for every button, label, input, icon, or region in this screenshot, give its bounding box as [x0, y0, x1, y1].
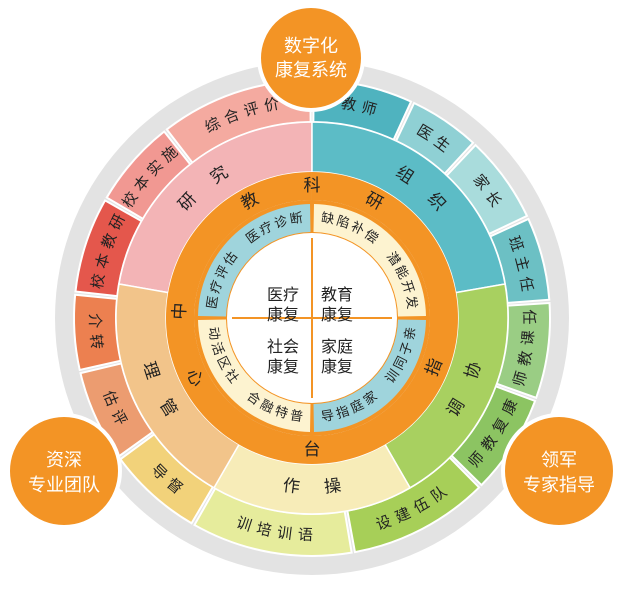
inner-segment-2	[198, 319, 311, 432]
outer-segment-10	[73, 293, 122, 372]
inner-label-char: 融	[257, 397, 275, 416]
center-family-line2: 康复	[321, 357, 353, 376]
center-social-line1: 社会	[267, 337, 299, 356]
middle-ring: 研究组织协调操作管理	[115, 121, 509, 515]
badge-expert-guidance: 领军 专家指导	[501, 413, 617, 529]
badge-expert-team: 资深 专业团队	[6, 413, 122, 529]
center-education-line2: 康复	[321, 305, 353, 324]
middle-label-3-char: 作	[282, 476, 301, 498]
inner-label-char: 庭	[348, 397, 367, 417]
orange-text-left-char: 中	[170, 302, 191, 320]
inner-segment-3	[198, 204, 311, 317]
inner-label-char: 活	[208, 340, 226, 357]
inner-label-char: 补	[348, 219, 366, 238]
outer-label-3-char: 班	[505, 234, 527, 254]
inner-label-char: 诊	[273, 214, 290, 232]
inner-label-char: 导	[320, 408, 335, 425]
badge-top-line1: 数字化	[284, 36, 338, 57]
inner-label-char: 陷	[334, 214, 351, 232]
outer-label-10: 转介	[86, 313, 106, 350]
middle-label-2-char: 协	[462, 359, 486, 381]
inner-label-char: 开	[398, 279, 416, 296]
orange-text-bottom-char: 台	[304, 440, 321, 460]
outer-label-13-char: 评	[242, 99, 261, 120]
inner-label-char: 同	[391, 354, 410, 372]
outer-label-4-char: 师	[510, 369, 531, 388]
badge-right-line2: 专家指导	[523, 475, 595, 496]
badge-left-line2: 专业团队	[28, 475, 100, 496]
outer-label-9: 评估	[99, 388, 130, 428]
outer-label-7-char: 语	[298, 526, 314, 544]
badge-right-line1: 领军	[541, 450, 577, 471]
inner-label-char: 疗	[257, 219, 275, 238]
inner-label-char: 子	[398, 340, 416, 357]
inner-label-char: 发	[402, 295, 420, 310]
inner-label-char: 区	[213, 354, 232, 372]
outer-label-3: 班主任	[505, 234, 537, 293]
outer-label-13-char: 价	[262, 95, 280, 115]
outer-label-0-char: 师	[359, 98, 378, 119]
inner-label-char: 疗	[208, 279, 226, 296]
outer-label-11-char: 本	[92, 251, 113, 270]
outer-label-13: 综合评价	[202, 95, 281, 137]
center-education-line1: 教育	[321, 285, 353, 304]
orange-text-right-char: 指	[422, 356, 447, 379]
center-medical-line2: 康复	[267, 305, 299, 324]
outer-label-7-char: 训	[276, 523, 293, 543]
outer-label-11-char: 教	[98, 231, 120, 251]
inner-label-char: 普	[289, 408, 304, 425]
center-medical-line1: 医疗	[267, 285, 299, 304]
inner-label-char: 医	[205, 295, 222, 310]
outer-label-11-char: 校	[88, 272, 108, 290]
inner-segment-0	[313, 204, 426, 317]
outer-label-10-char: 转	[87, 333, 107, 350]
outer-label-9-char: 估	[99, 388, 121, 409]
middle-label-4-char: 理	[138, 359, 162, 381]
outer-label-6-char: 建	[392, 504, 413, 527]
orange-text-right: 指	[422, 356, 447, 379]
outer-label-9-char: 评	[108, 407, 131, 429]
middle-label-3: 操作	[282, 476, 343, 498]
center-social-line2: 康复	[267, 357, 299, 376]
inner-segment-1	[313, 319, 426, 432]
inner-label-char: 指	[334, 404, 351, 422]
orange-text-top-char: 科	[304, 176, 321, 196]
outer-label-11-char: 研	[106, 211, 129, 232]
inner-label-char: 评	[213, 263, 232, 281]
outer-label-6-char: 设	[373, 512, 393, 534]
center-family-line1: 家庭	[321, 337, 353, 356]
inner-label-char: 缺	[320, 211, 335, 228]
outer-label-3-char: 主	[511, 254, 532, 273]
outer-label-4-char: 课	[518, 330, 537, 347]
outer-label-13-char: 合	[221, 105, 242, 127]
outer-label-3-char: 任	[516, 275, 536, 293]
outer-label-10-char: 介	[86, 313, 104, 328]
badge-left-line1: 资深	[46, 450, 82, 471]
inner-label-char: 亲	[402, 326, 419, 341]
badge-top-line2: 康复系统	[275, 60, 347, 81]
inner-label-char: 断	[289, 211, 304, 228]
outer-label-5-char: 康	[499, 397, 522, 418]
middle-label-3-char: 操	[323, 476, 342, 498]
badge-digital-system: 数字化 康复系统	[257, 4, 365, 112]
outer-label-7-char: 训	[234, 513, 254, 535]
inner-label-char: 动	[205, 326, 222, 341]
inner-label-char: 特	[273, 404, 290, 422]
outer-label-4-char: 教	[515, 349, 535, 367]
inner-label-char: 能	[391, 263, 410, 281]
orange-text-bottom: 台	[304, 440, 321, 460]
outer-label-7-char: 培	[255, 519, 274, 540]
outer-label-4-char: 任	[520, 310, 538, 325]
outer-label-13-char: 综	[202, 114, 224, 137]
